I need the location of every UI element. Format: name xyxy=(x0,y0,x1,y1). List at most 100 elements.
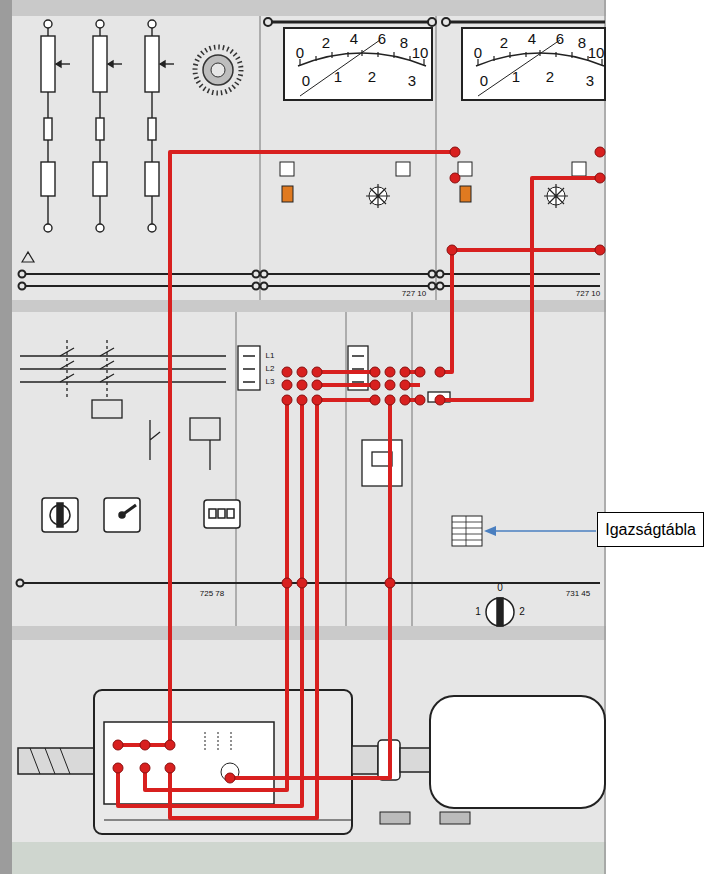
resistor-symbol xyxy=(108,61,113,67)
resistor-symbol xyxy=(145,36,159,92)
switch-symbol xyxy=(497,598,503,626)
motor xyxy=(400,748,430,772)
motor xyxy=(205,732,231,752)
terminal-dot xyxy=(113,740,123,750)
meter xyxy=(446,21,605,24)
rail xyxy=(264,285,432,287)
resistor-symbol xyxy=(96,118,104,140)
callout-text: Igazságtábla xyxy=(605,520,696,539)
scale-number: 10 xyxy=(588,45,605,60)
red-wire xyxy=(440,178,600,400)
contactor-symbol xyxy=(67,340,107,400)
terminal-dot xyxy=(113,763,123,773)
terminal-dot xyxy=(370,380,380,390)
scale-number: 0 xyxy=(296,45,304,60)
scale-number: 2 xyxy=(368,69,376,84)
meter xyxy=(458,162,472,176)
panel-ground xyxy=(435,16,437,300)
callout-arrow xyxy=(492,530,596,532)
panel-ground xyxy=(12,300,606,312)
resistor-symbol xyxy=(93,36,107,92)
contactor-symbol xyxy=(238,346,260,390)
phase-name: L3 xyxy=(266,378,275,386)
switch-symbol xyxy=(122,505,136,515)
contactor-symbol xyxy=(352,356,364,382)
resistor-symbol xyxy=(47,92,48,118)
terminal-dot xyxy=(435,395,445,405)
module-number: 725 78 xyxy=(200,590,224,598)
motor xyxy=(30,748,70,774)
terminal-dot xyxy=(435,367,445,377)
truth-table xyxy=(452,516,482,546)
resistor-symbol xyxy=(44,224,52,232)
switch-symbol xyxy=(204,500,240,528)
terminal-dot xyxy=(282,395,292,405)
rotary-knob xyxy=(195,47,241,93)
terminal-dot xyxy=(415,395,425,405)
switch-position: 0 xyxy=(497,583,503,593)
meter xyxy=(268,21,432,24)
resistor-symbol xyxy=(44,118,52,140)
scale-number: 2 xyxy=(546,69,554,84)
meter xyxy=(300,40,380,96)
callout-arrow xyxy=(484,526,596,536)
truth-table xyxy=(452,516,482,546)
terminal-dot xyxy=(282,380,292,390)
rail xyxy=(253,283,260,290)
motor xyxy=(352,746,378,774)
panel-ground xyxy=(259,16,261,300)
terminal-dot xyxy=(165,740,175,750)
rail xyxy=(17,252,601,587)
switch-symbol xyxy=(218,509,225,518)
switch-symbol xyxy=(104,498,140,532)
terminal-dot xyxy=(297,367,307,377)
terminal-dot xyxy=(400,367,410,377)
switch-symbol xyxy=(42,498,514,626)
terminal-dot xyxy=(595,147,605,157)
contactor-symbol xyxy=(362,440,402,486)
terminal-dot xyxy=(595,173,605,183)
rail xyxy=(440,273,600,275)
rail xyxy=(264,273,432,275)
resistor-symbol xyxy=(96,20,104,28)
scale-number: 2 xyxy=(500,35,508,50)
meter xyxy=(396,162,410,176)
phase-name: L1 xyxy=(266,352,275,360)
rail xyxy=(22,285,256,287)
terminal-dot xyxy=(385,578,395,588)
red-wire xyxy=(440,250,600,372)
rail xyxy=(253,271,260,278)
rail xyxy=(19,271,26,278)
terminal-dot xyxy=(312,395,322,405)
meter xyxy=(428,18,436,26)
resistor-symbol xyxy=(99,28,100,36)
terminal-dot xyxy=(370,367,380,377)
terminal-dot xyxy=(385,367,395,377)
scale-number: 8 xyxy=(578,35,586,50)
rail xyxy=(437,271,444,278)
terminal-dot xyxy=(595,245,605,255)
terminal-dot xyxy=(370,395,380,405)
motor xyxy=(430,696,605,808)
terminal-dot xyxy=(140,740,150,750)
resistor-symbol xyxy=(160,61,165,67)
contactor-symbol xyxy=(60,348,114,382)
meter xyxy=(280,162,294,176)
switch-position: 2 xyxy=(519,607,525,617)
scale-number: 1 xyxy=(334,69,342,84)
panel-ground xyxy=(12,842,606,874)
terminal-dot xyxy=(450,173,460,183)
terminal-dot xyxy=(282,367,292,377)
resistor-symbol xyxy=(151,28,152,36)
terminal-dot xyxy=(113,147,605,783)
contactor-symbol xyxy=(20,356,226,382)
contactor-symbol xyxy=(150,420,210,470)
resistor-symbol xyxy=(47,140,48,162)
contactor-symbol xyxy=(20,340,450,486)
resistor-symbol xyxy=(99,140,100,162)
terminal-dot xyxy=(297,380,307,390)
terminal-dot xyxy=(297,395,307,405)
